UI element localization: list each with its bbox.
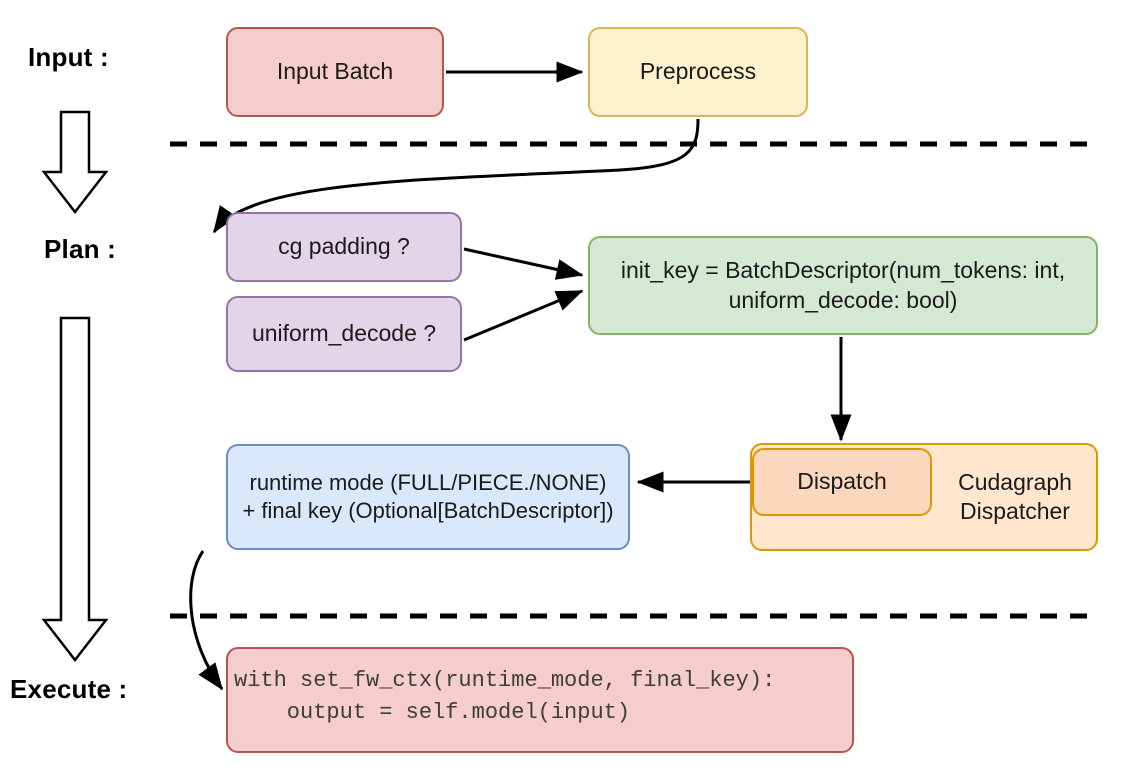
node-cudagraph-dispatcher-line1: Cudagraph <box>958 468 1072 495</box>
uniform-decode-to-init-key-arrow <box>463 289 584 342</box>
cg-padding-to-init-key-arrow <box>463 247 584 280</box>
stage-label-execute: Execute : <box>10 674 128 704</box>
node-execute-code-line2: output = self.model(input) <box>234 699 631 725</box>
node-init-key-line2: uniform_decode: bool) <box>728 286 958 313</box>
node-execute-code-line1: with set_fw_ctx(runtime_mode, final_key)… <box>234 668 776 693</box>
stage-arrow-input-to-plan <box>41 110 109 215</box>
preprocess-to-cg-padding-arrow <box>212 118 700 234</box>
runtime-mode-to-execute-code-arrow <box>189 550 224 691</box>
node-execute-code[interactable]: with set_fw_ctx(runtime_mode, final_key)… <box>226 647 854 753</box>
node-dispatch[interactable]: Dispatch <box>752 448 932 516</box>
stage-label-plan: Plan : <box>44 234 116 264</box>
node-input-batch[interactable]: Input Batch <box>226 27 444 117</box>
node-preprocess-label: Preprocess <box>639 58 757 85</box>
node-preprocess[interactable]: Preprocess <box>588 27 808 117</box>
node-dispatch-label: Dispatch <box>797 468 887 495</box>
node-runtime-mode-line1: runtime mode (FULL/PIECE./NONE) <box>249 469 607 495</box>
node-uniform-decode-label: uniform_decode ? <box>251 320 437 347</box>
node-cg-padding[interactable]: cg padding ? <box>226 212 462 282</box>
node-cg-padding-label: cg padding ? <box>278 233 410 260</box>
node-init-key-line1: init_key = BatchDescriptor(num_tokens: i… <box>620 257 1066 284</box>
node-cudagraph-dispatcher-label: Cudagraph Dispatcher <box>932 443 1098 551</box>
node-init-key[interactable]: init_key = BatchDescriptor(num_tokens: i… <box>588 236 1098 335</box>
stage-label-input: Input : <box>28 42 109 72</box>
node-uniform-decode[interactable]: uniform_decode ? <box>226 296 462 372</box>
node-runtime-mode-line2: + final key (Optional[BatchDescriptor]) <box>242 498 614 523</box>
node-input-batch-label: Input Batch <box>276 58 394 85</box>
node-cudagraph-dispatcher-line2: Dispatcher <box>960 498 1070 524</box>
node-runtime-mode[interactable]: runtime mode (FULL/PIECE./NONE) + final … <box>226 444 630 550</box>
stage-arrow-plan-to-execute <box>41 316 109 663</box>
